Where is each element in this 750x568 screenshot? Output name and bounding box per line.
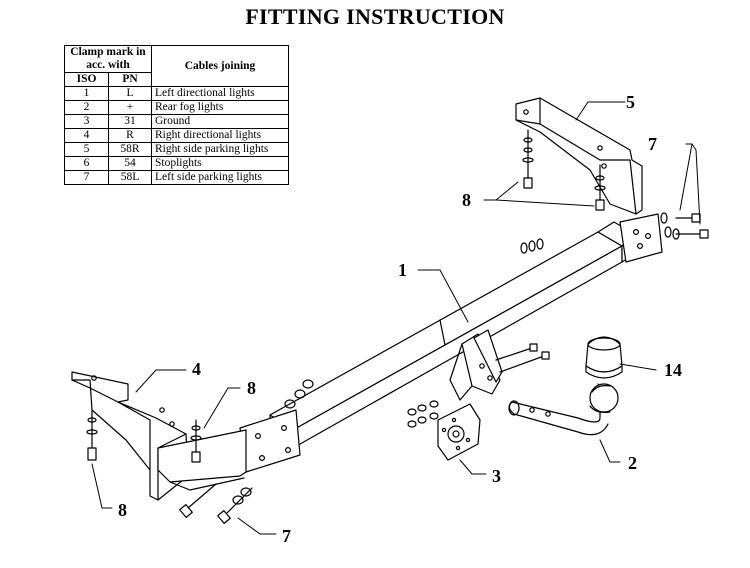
socket-plate-part-3 (437, 403, 481, 461)
callout-8-mid: 8 (247, 378, 256, 398)
desc-cell: Right side parking lights (151, 142, 289, 157)
header-clamp-mark: Clamp mark in acc. with (64, 45, 152, 73)
callout-7-bottom: 7 (282, 526, 291, 546)
header-cables-joining: Cables joining (151, 45, 289, 87)
callout-2: 2 (628, 453, 637, 473)
header-pn: PN (108, 72, 152, 87)
callout-3: 3 (492, 466, 501, 486)
desc-cell: Right directional lights (151, 128, 289, 143)
callout-4: 4 (192, 359, 201, 379)
right-bracket-part-5 (515, 97, 643, 215)
desc-cell: Left side parking lights (151, 170, 289, 185)
iso-cell: 7 (63, 170, 110, 185)
callout-5: 5 (626, 92, 635, 112)
callout-8-left: 8 (118, 500, 127, 520)
tow-ball-neck-part-2 (508, 383, 619, 436)
clamp-mark-table: Clamp mark in acc. with Cables joining I… (63, 45, 289, 185)
callout-8-top: 8 (462, 190, 471, 210)
left-bracket-part-4 (71, 371, 247, 501)
table-row: 5 58R Right side parking lights (63, 142, 289, 157)
pn-cell: 58R (108, 142, 152, 157)
ball-cap-part-14 (585, 336, 623, 379)
page-title: FITTING INSTRUCTION (245, 4, 505, 29)
leader-lines (91, 101, 701, 535)
hitch-mount-bracket (449, 329, 503, 401)
fasteners (86, 129, 709, 525)
callout-7-top: 7 (648, 134, 657, 154)
table-row: 6 54 Stoplights (63, 156, 289, 171)
table-row: 7 58L Left side parking lights (63, 170, 289, 185)
callout-1: 1 (398, 260, 407, 280)
left-end-plate (239, 409, 301, 473)
iso-cell: 4 (63, 128, 110, 143)
callout-14: 14 (664, 360, 682, 380)
table-row: 4 R Right directional lights (63, 128, 289, 143)
callout-labels: 1 2 3 4 5 7 7 8 8 8 14 (118, 92, 682, 546)
right-end-plate (619, 213, 663, 263)
